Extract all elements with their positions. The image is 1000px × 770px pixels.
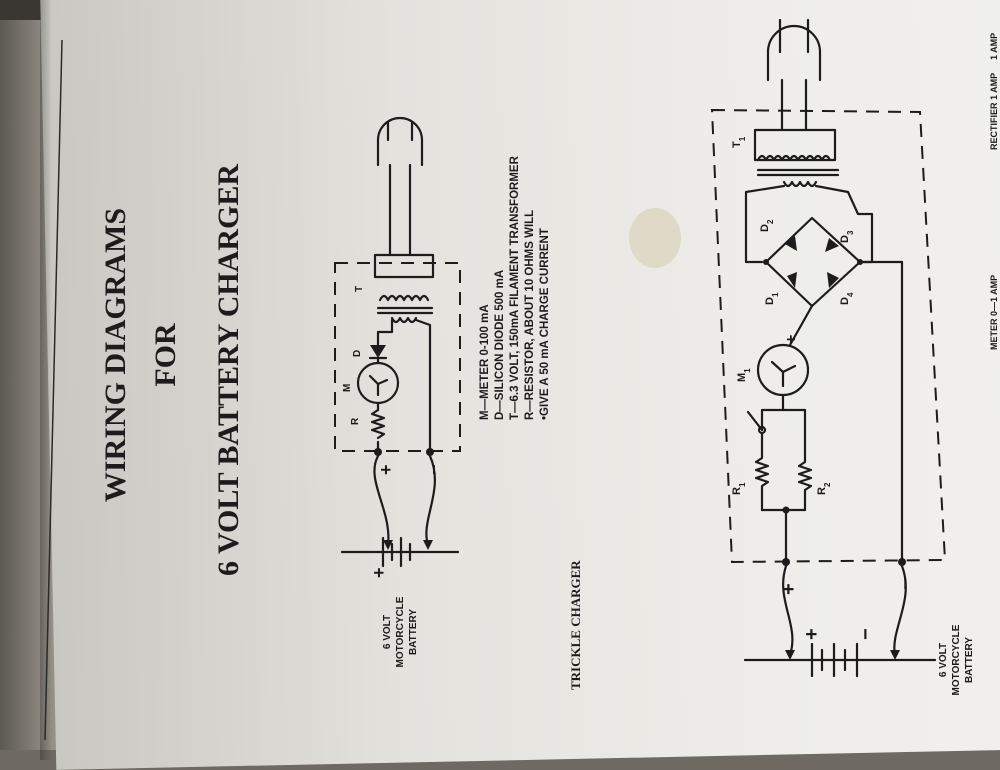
- trickle-diode-icon: [370, 345, 386, 358]
- full-label-m1: M1: [736, 368, 752, 382]
- full-diode-d4-icon: [827, 272, 839, 288]
- wiring-diagram-sheet: WIRING DIAGRAMS FOR 6 VOLT BATTERY CHARG…: [44, 18, 999, 741]
- trickle-transformer-secondary-icon: [390, 316, 418, 324]
- trickle-caption: TRICKLE CHARGER: [568, 560, 583, 690]
- full-resistor-r2-icon: [797, 408, 813, 512]
- paper-stain: [629, 208, 681, 268]
- title-line-3: 6 VOLT BATTERY CHARGER: [212, 164, 245, 576]
- full-secondary-lead-right: [814, 184, 874, 264]
- legend-diode: D—SILICON DIODE 500 mA: [494, 270, 506, 420]
- full-positive-lead: [782, 564, 794, 657]
- full-label-d2: D2: [759, 219, 775, 232]
- full-battery-label-2: MOTORCYCLE: [951, 624, 962, 695]
- trickle-lead-arrow-2: [423, 540, 433, 550]
- full-battery-plus: +: [801, 628, 823, 640]
- trickle-plug-icon: [376, 116, 424, 167]
- full-lead-arrow-1: [785, 650, 795, 660]
- edge-text-rectifier: RECTIFIER 1 AMP: [989, 73, 999, 150]
- full-meter-needle: [770, 360, 797, 388]
- full-wire-meter-switch: [760, 393, 785, 432]
- edge-text-amp: 1 AMP: [989, 33, 999, 60]
- legend-transformer: T—6.3 VOLT, 150mA FILAMENT TRANSFORMER: [509, 155, 521, 420]
- full-negative-lead: [893, 564, 907, 657]
- full-wire-bridge-out: [788, 304, 814, 347]
- trickle-battery-label-1: 6 VOLT: [382, 615, 393, 649]
- trickle-charger-diagram: R M D T + − + 6 VOLT MOTORCYCLE BATTERY: [334, 116, 461, 667]
- trickle-plus-sign: +: [376, 464, 396, 475]
- trickle-label-d: D: [352, 350, 363, 357]
- trickle-resistor-icon: [370, 408, 386, 440]
- full-label-r1: R1: [731, 482, 747, 495]
- title-line-2: FOR: [149, 323, 182, 387]
- full-meter-icon: [756, 343, 810, 397]
- legend-resistor: R—RESISTOR, ABOUT 10 OHMS WILL: [524, 210, 536, 420]
- full-diode-d3-icon: [825, 238, 839, 252]
- trickle-label-m: M: [342, 384, 353, 392]
- full-terminal-plus: [782, 558, 790, 566]
- full-lead-arrow-2: [890, 650, 900, 660]
- full-charger-diagram: T1 M1 R1 R2 D2 D3 D1 D4 + + − + − 6 VOLT…: [710, 18, 999, 695]
- full-label-d3: D3: [839, 230, 855, 243]
- full-label-t1: T1: [731, 136, 747, 148]
- full-label-d1: D1: [764, 292, 780, 305]
- full-diode-d2-icon: [785, 236, 797, 251]
- full-minus-sign: −: [895, 578, 917, 590]
- title-block: WIRING DIAGRAMS FOR 6 VOLT BATTERY CHARG…: [99, 164, 245, 576]
- full-plug-icon: [766, 24, 822, 82]
- trickle-battery-plus: +: [369, 567, 389, 578]
- trickle-lead-arrow-1: [383, 540, 393, 550]
- full-battery-label-1: 6 VOLT: [938, 643, 949, 677]
- full-transformer-coil-icon: [756, 154, 832, 162]
- full-label-d4: D4: [839, 292, 855, 305]
- full-label-r2: R2: [816, 482, 832, 495]
- component-legend: M—METER 0-100 mA D—SILICON DIODE 500 mA …: [479, 155, 551, 420]
- full-diode-d1-icon: [787, 272, 797, 288]
- full-resistor-r1-icon: [754, 431, 770, 512]
- full-terminal-minus: [898, 558, 906, 566]
- trickle-minus-sign: −: [424, 464, 444, 475]
- trickle-label-r: R: [350, 417, 361, 425]
- trickle-secondary-lead-top: [376, 318, 394, 347]
- full-battery-minus: −: [855, 628, 877, 640]
- full-plus-sign: +: [778, 583, 800, 595]
- legend-meter: M—METER 0-100 mA: [479, 304, 491, 420]
- trickle-meter-needle: [368, 374, 389, 397]
- edge-text-meter: METER 0—1 AMP: [989, 275, 999, 350]
- full-transformer-primary: [753, 128, 837, 162]
- trickle-transformer-primary: [373, 253, 435, 279]
- title-line-1: WIRING DIAGRAMS: [99, 208, 132, 502]
- full-transformer-secondary-icon: [782, 180, 818, 188]
- full-bridge-node-left: [763, 259, 769, 265]
- full-secondary-lead-left: [744, 184, 786, 264]
- legend-note: •GIVE A 50 mA CHARGE CURRENT: [539, 228, 551, 420]
- full-meter-plus: +: [783, 335, 800, 344]
- trickle-transformer-coil-icon: [378, 294, 430, 302]
- trickle-positive-lead: [373, 454, 390, 547]
- trickle-battery-label-2: MOTORCYCLE: [395, 596, 406, 667]
- trickle-battery-label-3: BATTERY: [408, 609, 419, 655]
- trickle-secondary-lead-bottom: [414, 318, 432, 452]
- trickle-enclosure: [334, 262, 461, 452]
- full-enclosure: [710, 108, 947, 564]
- page-border-line: [44, 39, 63, 741]
- trickle-terminal-plus: [374, 448, 382, 456]
- full-battery-label-3: BATTERY: [964, 637, 975, 683]
- trickle-label-t: T: [354, 286, 365, 292]
- trickle-negative-lead: [425, 454, 436, 547]
- trickle-terminal-minus: [426, 448, 434, 456]
